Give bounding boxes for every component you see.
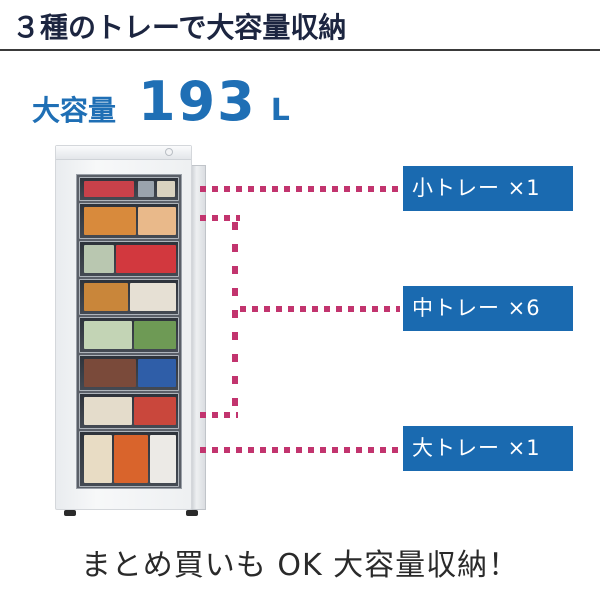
food-package [84, 181, 134, 197]
medium-drawer [79, 279, 179, 315]
small-tray-label: 小トレー ×1 [403, 166, 573, 211]
large-tray-label: 大トレー ×1 [403, 426, 573, 471]
food-package [84, 435, 112, 483]
capacity-label: 大容量 [32, 94, 117, 127]
medium-drawer [79, 317, 179, 353]
food-package [130, 283, 176, 311]
large-drawer [79, 431, 179, 487]
connector-medium-tray [240, 306, 400, 312]
food-package [157, 181, 175, 197]
footer-tagline: まとめ買いも OK 大容量収納！ [80, 548, 520, 583]
medium-drawer [79, 241, 179, 277]
page-title: ３種のトレーで大容量収納 [12, 11, 347, 44]
food-package [138, 359, 176, 387]
freezer-top-panel [56, 146, 191, 160]
temperature-dial-icon [165, 148, 173, 156]
freezer-cavity [76, 174, 182, 489]
food-package [114, 435, 148, 483]
connector-small-tray [200, 186, 400, 192]
capacity-value: 193 [138, 70, 257, 133]
freezer-foot [186, 510, 198, 516]
freezer-foot [64, 510, 76, 516]
header-divider [0, 49, 600, 51]
medium-drawer [79, 355, 179, 391]
connector-medium-bracket [232, 222, 238, 412]
medium-tray-label: 中トレー ×6 [403, 286, 573, 331]
food-package [138, 207, 176, 235]
food-package [84, 283, 128, 311]
food-package [84, 359, 136, 387]
connector-large-tray [200, 447, 400, 453]
food-package [84, 245, 114, 273]
capacity-unit: L [270, 93, 290, 128]
freezer-image [55, 145, 192, 510]
food-package [134, 397, 176, 425]
small-drawer [79, 177, 179, 201]
medium-drawer [79, 393, 179, 429]
food-package [84, 207, 136, 235]
food-package [138, 181, 154, 197]
capacity-callout: 大容量 193 L [32, 70, 290, 133]
food-package [134, 321, 176, 349]
medium-drawer [79, 203, 179, 239]
food-package [84, 321, 132, 349]
connector-medium-top [200, 215, 240, 221]
food-package [116, 245, 176, 273]
food-package [150, 435, 176, 483]
connector-medium-bottom [200, 412, 238, 418]
food-package [84, 397, 132, 425]
